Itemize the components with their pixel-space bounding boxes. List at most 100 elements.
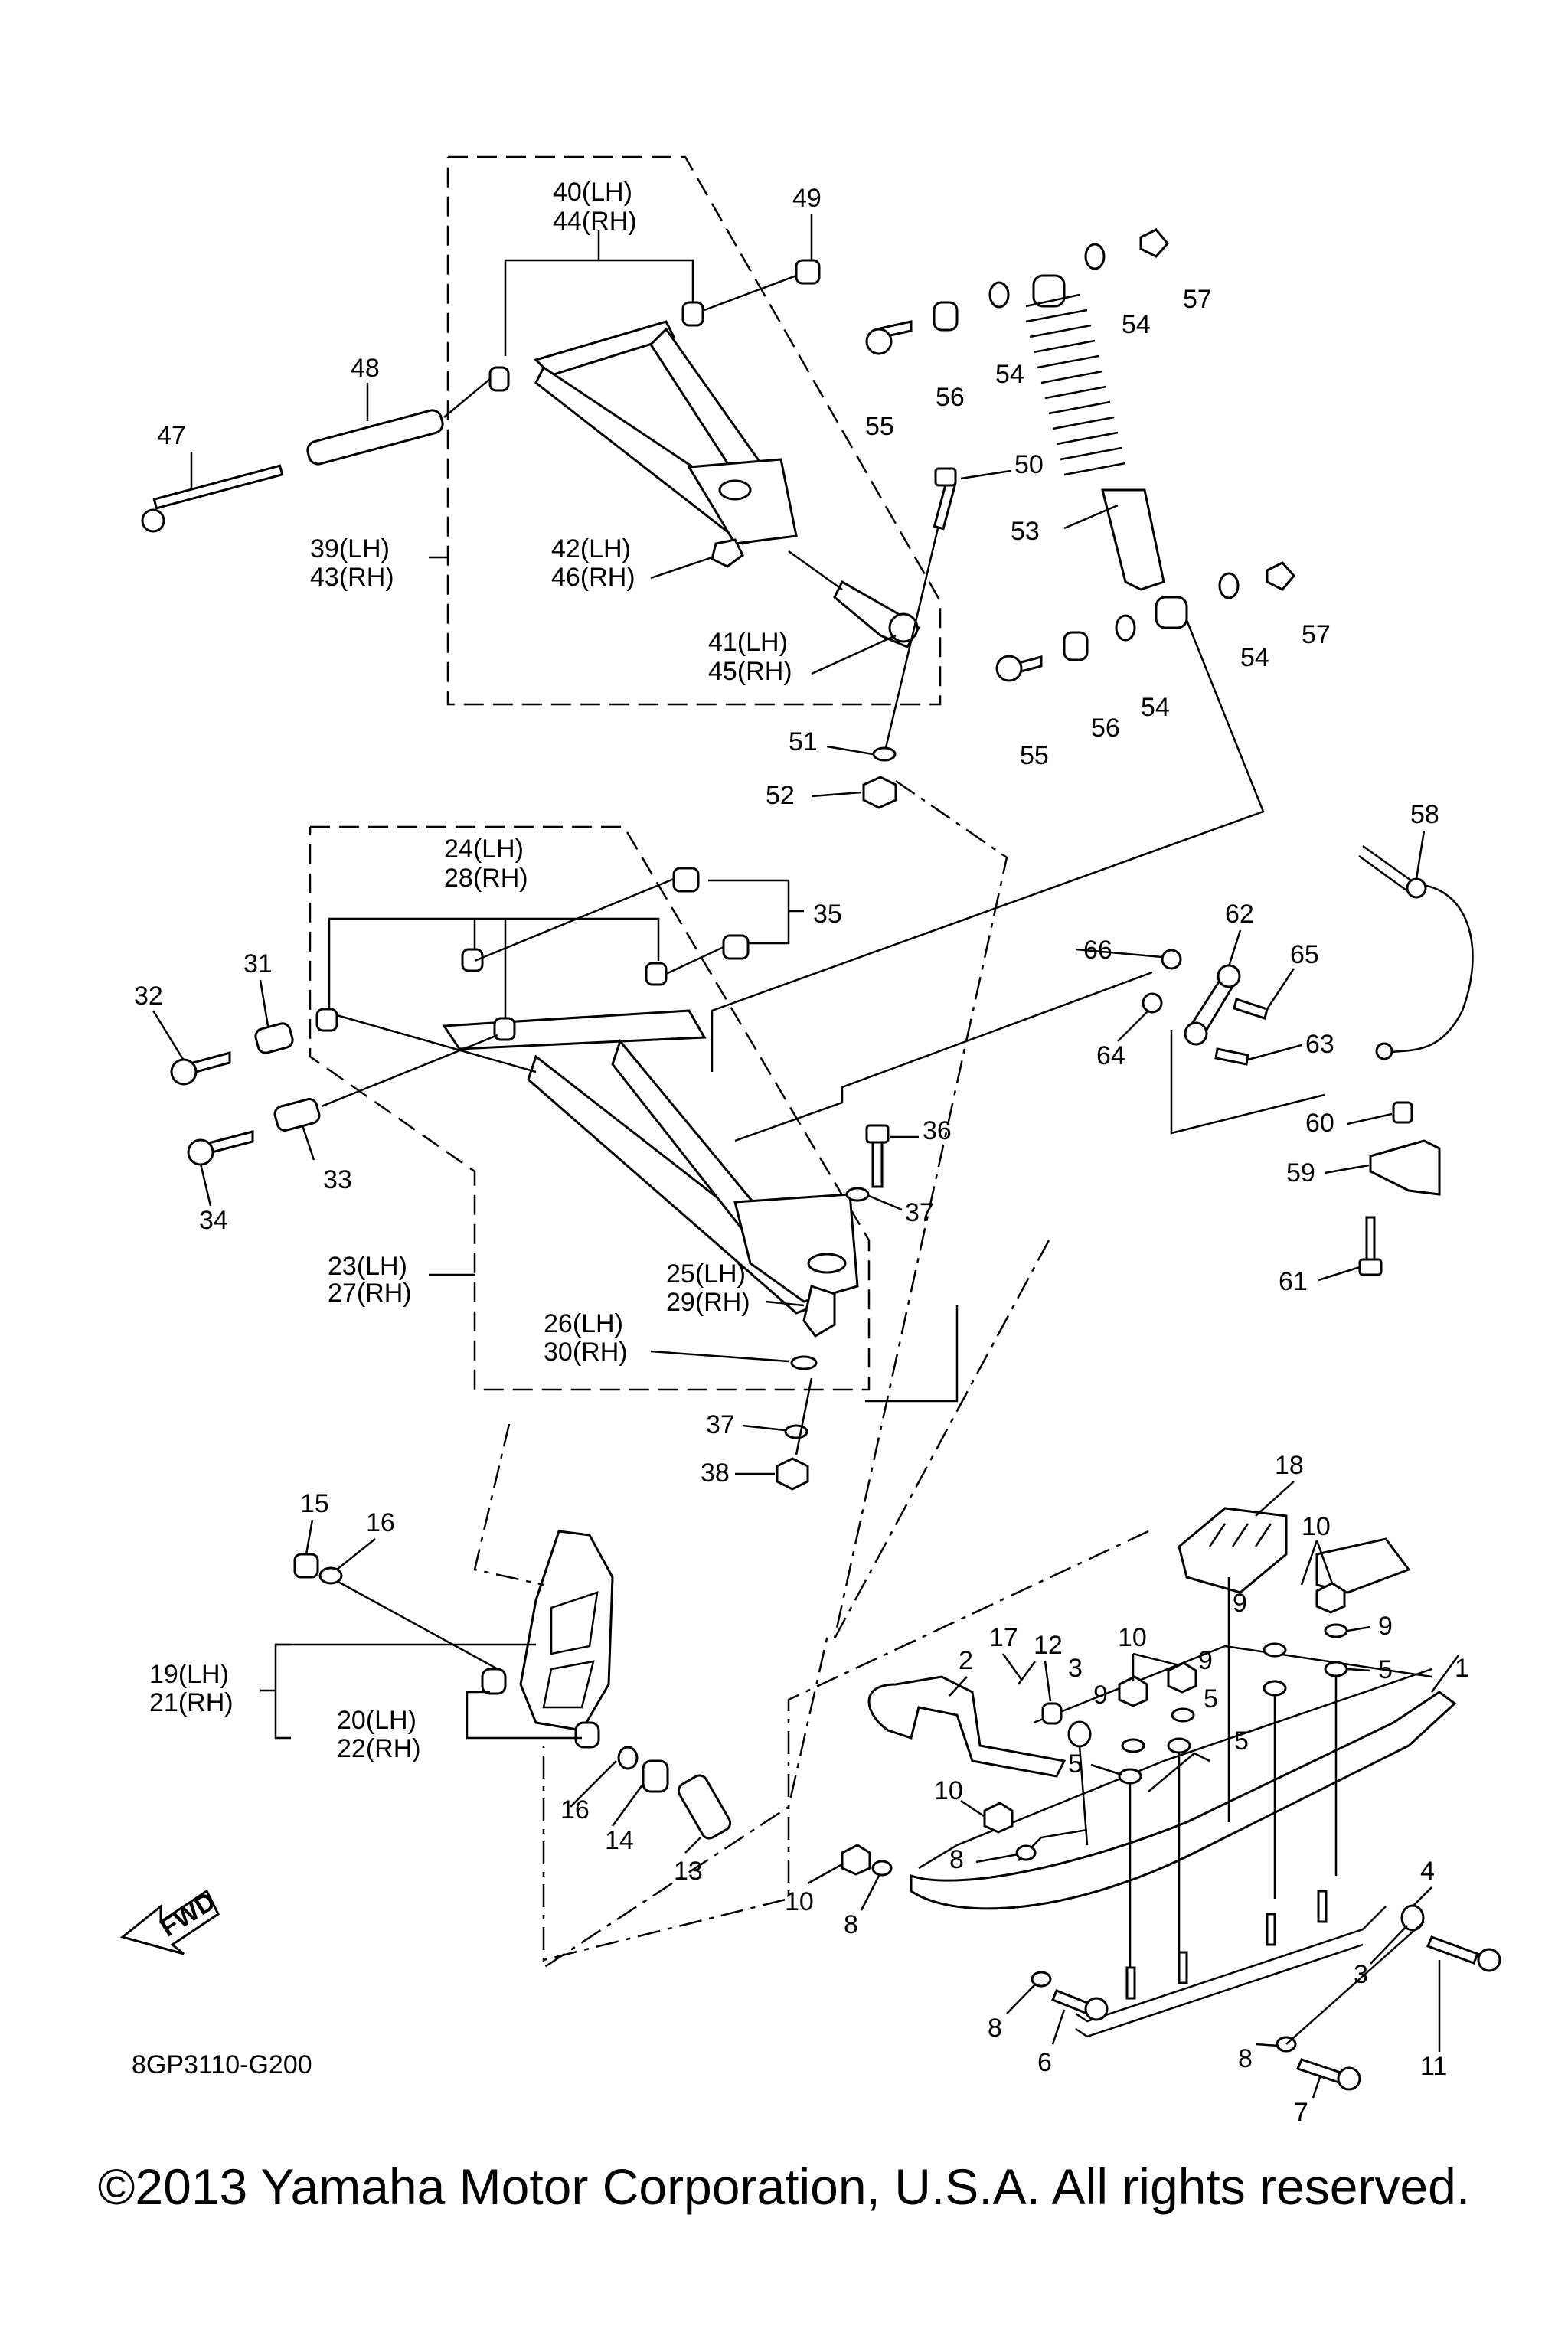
callout-14: 14 — [605, 1826, 634, 1855]
washer-54-d — [1218, 572, 1240, 599]
callout-7: 7 — [1294, 2098, 1308, 2127]
nut-52 — [862, 776, 897, 809]
callout-25-lh: 25(LH) — [666, 1259, 746, 1289]
callout-10-a: 10 — [1302, 1512, 1331, 1541]
callout-48: 48 — [351, 354, 380, 383]
callout-2: 2 — [959, 1646, 973, 1675]
callout-55-b: 55 — [1020, 741, 1049, 770]
bolt-47 — [152, 464, 284, 510]
nut-10-b — [1118, 1675, 1148, 1707]
callout-54-a: 54 — [995, 360, 1024, 389]
callout-41-lh: 41(LH) — [708, 628, 788, 657]
callout-labels: 1 2 3 3 4 5 5 5 5 6 7 8 8 8 8 9 9 9 9 10… — [134, 178, 1469, 2127]
callout-49: 49 — [792, 184, 822, 213]
diagram-code: 8GP3110-G200 — [132, 2050, 312, 2079]
callout-9-a: 9 — [1233, 1589, 1247, 1618]
callout-51: 51 — [789, 727, 818, 756]
bushing-49 — [795, 259, 821, 285]
bolt-65 — [1233, 998, 1269, 1020]
callout-bracket-20 — [466, 1690, 582, 1740]
lower-arm-dashed-box — [309, 825, 871, 1391]
callout-11: 11 — [1420, 2052, 1447, 2081]
callout-8-d: 8 — [1238, 2044, 1253, 2073]
callout-21-rh: 21(RH) — [149, 1688, 234, 1717]
washer-9-b — [1324, 1623, 1348, 1638]
callout-44-rh: 44(RH) — [553, 207, 637, 236]
ski-1 — [910, 1690, 1457, 1910]
mount-18 — [1178, 1507, 1288, 1594]
callout-29-rh: 29(RH) — [666, 1288, 750, 1317]
cable-58 — [1362, 844, 1474, 1054]
upper-arm-dashed-box — [446, 155, 942, 706]
callout-5-c: 5 — [1234, 1726, 1249, 1756]
washer-37-lower — [784, 1424, 808, 1439]
nut-42 — [710, 538, 744, 568]
washer-9-a — [1263, 1642, 1287, 1658]
nut-10-c — [1167, 1661, 1197, 1694]
washer-8-b — [871, 1860, 893, 1877]
callout-64: 64 — [1096, 1041, 1125, 1070]
callout-59: 59 — [1286, 1158, 1315, 1187]
callout-bracket-19 — [274, 1643, 291, 1740]
callout-27-rh: 27(RH) — [328, 1279, 412, 1308]
nut-10-a — [1315, 1582, 1346, 1614]
callout-58: 58 — [1410, 800, 1439, 829]
callout-39-lh: 39(LH) — [310, 534, 390, 564]
collar-64 — [1142, 992, 1163, 1014]
callout-40-lh: 40(LH) — [553, 178, 632, 207]
callout-15: 15 — [300, 1489, 329, 1518]
callout-36: 36 — [923, 1116, 952, 1145]
shock-absorber-53 — [1025, 274, 1188, 629]
callout-57-b: 57 — [1302, 620, 1331, 649]
washer-54-a — [988, 281, 1010, 309]
callout-53: 53 — [1011, 517, 1040, 546]
bushing-24-b — [645, 962, 668, 986]
callout-10-d: 10 — [785, 1887, 814, 1916]
washer-8-a — [1015, 1844, 1037, 1861]
callout-47: 47 — [157, 421, 186, 450]
washer-26 — [790, 1355, 818, 1370]
washer-5-a — [1324, 1661, 1348, 1677]
washer-8-c — [1031, 1971, 1052, 1988]
bolt-11 — [1426, 1936, 1479, 1965]
ski-handle-2 — [867, 1675, 1067, 1778]
lower-a-arm — [442, 1009, 707, 1050]
washer-51 — [872, 746, 897, 762]
bolt-61 — [1365, 1216, 1376, 1265]
callout-38: 38 — [701, 1459, 730, 1488]
bushing-24-a — [461, 948, 484, 972]
collar-56-upper — [933, 301, 959, 332]
spindle-19 — [519, 1530, 614, 1732]
callout-31: 31 — [243, 949, 273, 978]
bushing-20-upper — [481, 1668, 507, 1695]
callout-57-a: 57 — [1183, 285, 1212, 314]
washer-5-d — [1118, 1768, 1142, 1785]
bushing-40-left — [488, 366, 510, 392]
callout-8-c: 8 — [988, 2014, 1002, 2043]
callout-4: 4 — [1420, 1857, 1435, 1886]
callout-5-b: 5 — [1204, 1684, 1218, 1713]
collar-14 — [642, 1759, 669, 1793]
callout-10-b: 10 — [1118, 1623, 1147, 1652]
copyright-notice: ©2013 Yamaha Motor Corporation, U.S.A. A… — [97, 2158, 1471, 2215]
callout-17: 17 — [989, 1623, 1018, 1652]
callout-52: 52 — [766, 781, 795, 810]
washer-37-upper — [845, 1187, 870, 1202]
callout-3-a: 3 — [1068, 1654, 1083, 1683]
callout-43-rh: 43(RH) — [310, 563, 394, 592]
shaft-13 — [677, 1774, 732, 1840]
callout-bracket-24 — [328, 917, 660, 1011]
callout-56-b: 56 — [1091, 714, 1120, 743]
callout-24-lh: 24(LH) — [444, 835, 524, 864]
pin-17 — [1017, 1661, 1037, 1685]
collar-56-lower — [1063, 631, 1089, 662]
callout-33: 33 — [323, 1165, 352, 1194]
callout-55-a: 55 — [865, 412, 894, 441]
shaft-48 — [306, 409, 444, 466]
callout-12: 12 — [1034, 1631, 1063, 1660]
washer-3-left — [1067, 1720, 1092, 1748]
callout-32: 32 — [134, 982, 163, 1011]
nut-10-d — [983, 1802, 1014, 1834]
callout-42-lh: 42(LH) — [551, 534, 631, 564]
collar-12 — [1041, 1702, 1063, 1725]
